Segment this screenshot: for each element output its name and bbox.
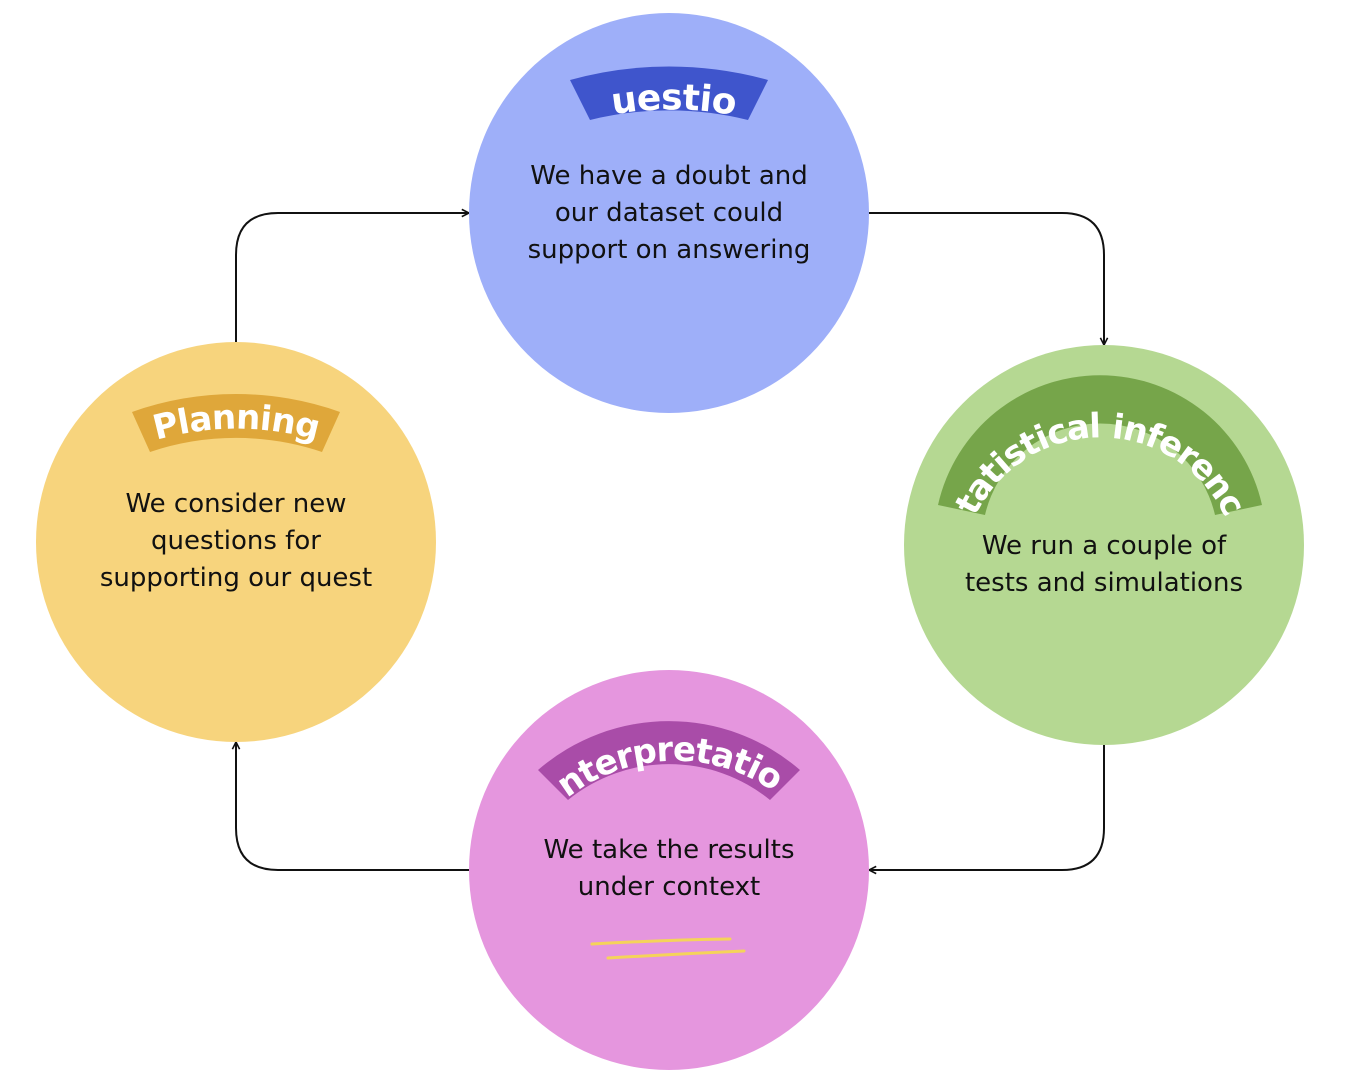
arrow-inference-to-interpretation: [869, 745, 1105, 870]
question-circle: [469, 13, 869, 413]
question-description: We have a doubt and our dataset could su…: [527, 161, 811, 265]
arrow-interpretation-to-planning: [236, 742, 469, 871]
question-badge: [570, 66, 768, 120]
planning-description: We consider new questions for supporting…: [99, 489, 373, 593]
statistical-inference-description: We run a couple of tests and simulations: [964, 531, 1243, 598]
planning-badge: [132, 394, 340, 452]
accent-underline: [590, 937, 732, 946]
accent-underline: [606, 949, 746, 960]
planning-circle: [36, 342, 436, 742]
statistical-inference-badge: [938, 375, 1262, 515]
arrow-planning-to-question: [235, 213, 469, 342]
interpretation-badge: [538, 721, 800, 800]
interpretation-description: We take the results under context: [543, 835, 795, 902]
arrow-question-to-inference: [868, 212, 1104, 345]
